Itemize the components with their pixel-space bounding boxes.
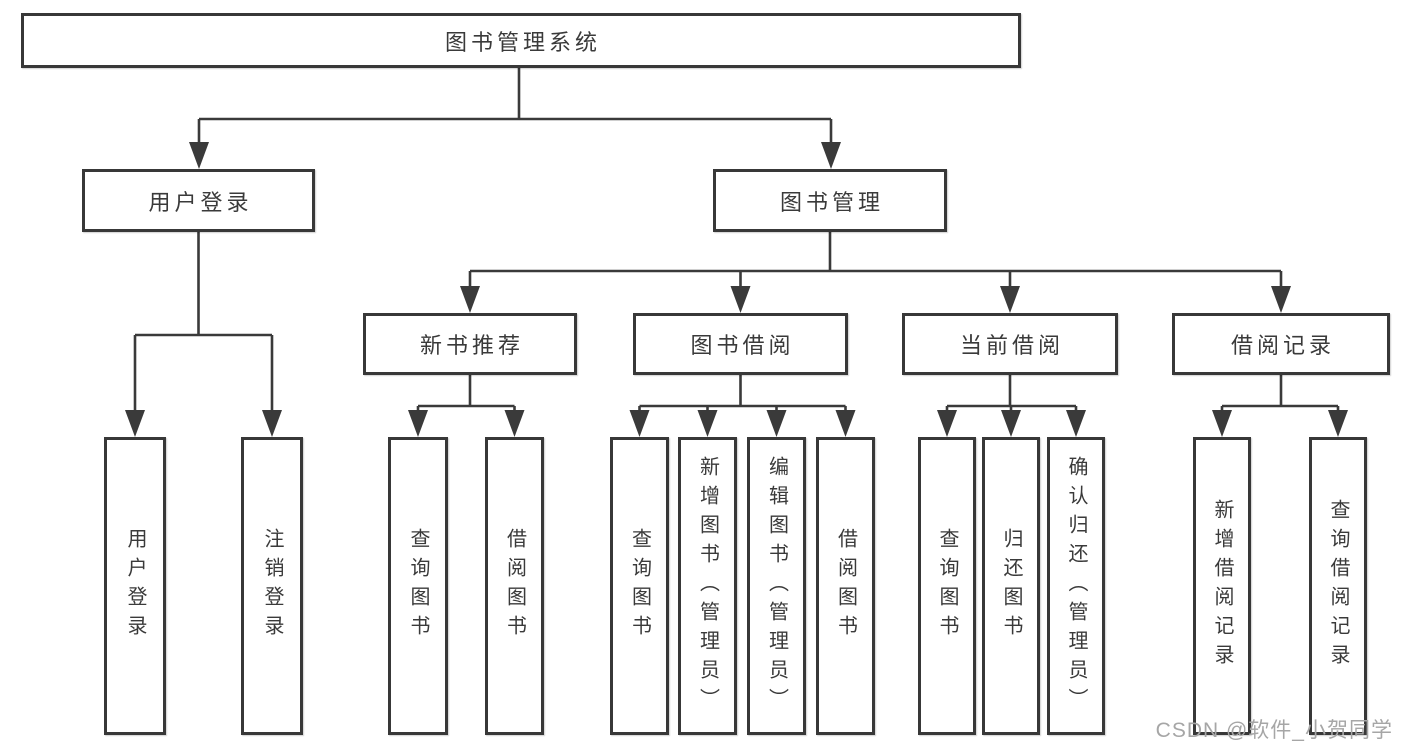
node-borrowing-records: 借阅记录: [1172, 313, 1390, 375]
leaf-query-books-current: 查询图书: [918, 437, 976, 735]
leaf-borrow-books-borrowing: 借阅图书: [816, 437, 875, 735]
node-new-book-recommend: 新书推荐: [363, 313, 577, 375]
node-root: 图书管理系统: [21, 13, 1021, 68]
watermark-text: CSDN @软件_小贺同学: [1155, 719, 1393, 742]
node-book-borrowing: 图书借阅: [633, 313, 848, 375]
leaf-return-book: 归还图书: [982, 437, 1040, 735]
node-current-borrowing: 当前借阅: [902, 313, 1118, 375]
node-user-login: 用户登录: [82, 169, 315, 232]
leaf-edit-book-admin: 编辑图书（管理员）: [747, 437, 806, 735]
leaf-user-login: 用户登录: [104, 437, 166, 735]
arrowhead-icons: [125, 142, 1348, 437]
leaf-logout: 注销登录: [241, 437, 303, 735]
leaf-query-borrow-record: 查询借阅记录: [1309, 437, 1367, 735]
leaf-add-book-admin: 新增图书（管理员）: [678, 437, 737, 735]
leaf-borrow-books-recommend: 借阅图书: [485, 437, 544, 735]
leaf-add-borrow-record: 新增借阅记录: [1193, 437, 1251, 735]
leaf-query-books-recommend: 查询图书: [388, 437, 448, 735]
node-book-management: 图书管理: [713, 169, 947, 232]
leaf-confirm-return-admin: 确认归还（管理员）: [1047, 437, 1105, 735]
leaf-query-books-borrowing: 查询图书: [610, 437, 669, 735]
